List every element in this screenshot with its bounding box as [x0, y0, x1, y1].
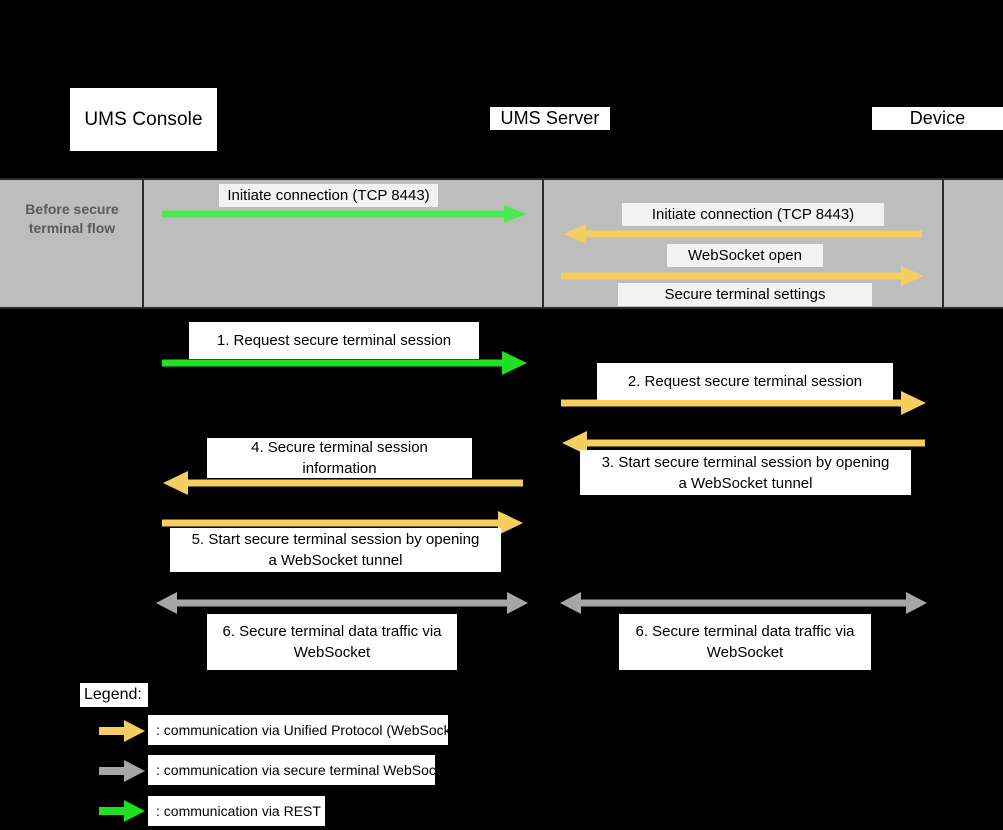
- legend-arrow-unified: [99, 720, 145, 742]
- band-message-label-1: Initiate connection (TCP 8443): [219, 184, 438, 207]
- band-message-label-4: Secure terminal settings: [618, 283, 872, 306]
- step-label-6-right: 6. Secure terminal data traffic via WebS…: [619, 614, 871, 670]
- step-label-2: 2. Request secure terminal session: [597, 363, 893, 400]
- band-divider-middle: [542, 178, 544, 309]
- band-divider-right: [942, 178, 944, 309]
- actor-ums-server: UMS Server: [490, 107, 610, 130]
- phase-band-label: Before secure terminal flow: [25, 201, 119, 236]
- band-divider-left: [142, 178, 144, 309]
- legend-item-unified: : communication via Unified Protocol (We…: [148, 715, 467, 745]
- band-message-label-3: WebSocket open: [667, 244, 823, 267]
- legend-title: Legend:: [80, 683, 148, 707]
- step-label-1: 1. Request secure terminal session: [189, 322, 479, 359]
- legend-item-rest: : communication via REST: [148, 796, 325, 826]
- arrow-step-6-right: [560, 592, 927, 614]
- legend-item-secure-ws: : communication via secure terminal WebS…: [148, 755, 455, 785]
- step-label-4: 4. Secure terminal session information: [207, 438, 472, 478]
- actor-ums-console: UMS Console: [70, 88, 217, 151]
- step-label-5: 5. Start secure terminal session by open…: [170, 528, 501, 572]
- step-label-6-left: 6. Secure terminal data traffic via WebS…: [207, 614, 457, 670]
- step-label-3: 3. Start secure terminal session by open…: [580, 450, 911, 495]
- legend-arrow-rest: [99, 800, 145, 822]
- phase-band: [0, 178, 1003, 309]
- legend-arrow-secure-ws: [99, 760, 145, 782]
- actor-device: Device: [872, 107, 1003, 130]
- arrow-step-6-left: [156, 592, 528, 614]
- band-message-label-2: Initiate connection (TCP 8443): [622, 203, 884, 226]
